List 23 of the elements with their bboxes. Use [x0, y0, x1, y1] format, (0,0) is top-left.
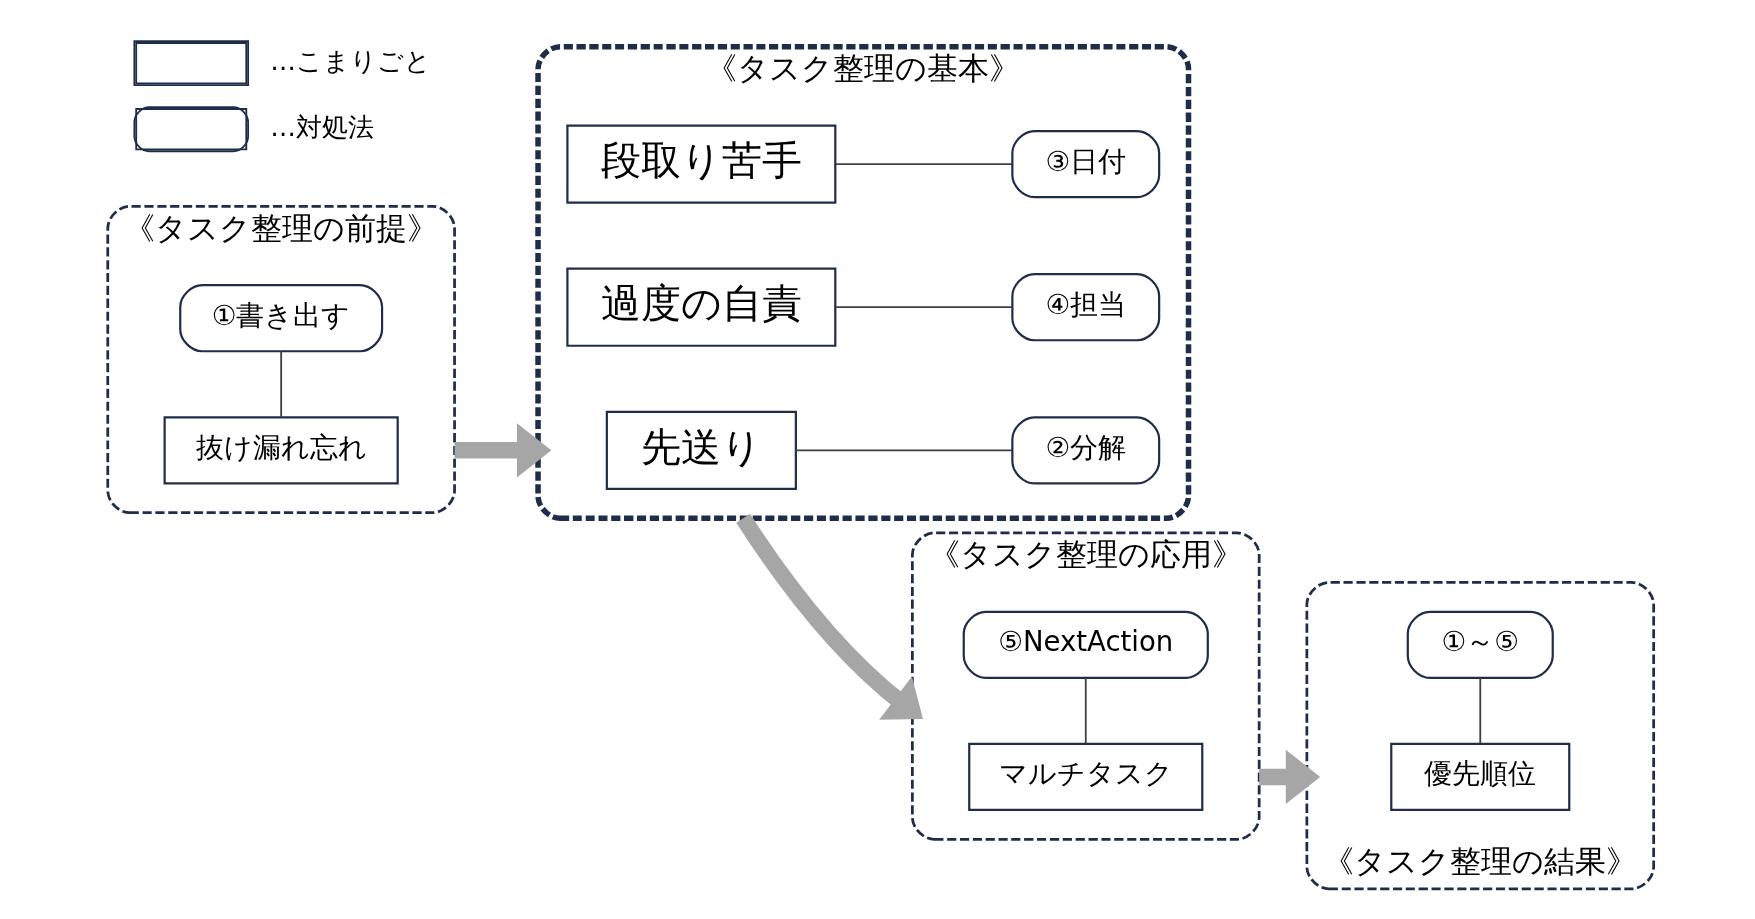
node-box: 優先順位	[1390, 742, 1571, 812]
connector	[834, 163, 1014, 165]
node-box: ④担当	[1011, 273, 1161, 342]
node-box: ⑤NextAction	[962, 610, 1209, 679]
node-box: 抜け漏れ忘れ	[163, 416, 399, 485]
legend-label: …こまりごと	[270, 45, 431, 76]
node-box: ②分解	[1011, 416, 1161, 485]
legend-label: …対処法	[270, 112, 374, 143]
arrow	[736, 513, 923, 720]
connector	[1084, 677, 1087, 745]
node-box: 段取り苦手	[566, 124, 837, 204]
arrow	[454, 423, 552, 478]
arrow	[1259, 749, 1321, 805]
connector	[795, 449, 1013, 452]
node-box: 先送り	[605, 410, 797, 490]
node-box: ③日付	[1011, 129, 1161, 199]
node-box: マルチタスク	[968, 742, 1204, 812]
connector	[1479, 677, 1482, 745]
connector	[834, 306, 1014, 309]
connector	[280, 350, 283, 418]
node-box: ①～⑤	[1406, 610, 1554, 679]
node-box: 過度の自責	[566, 267, 837, 347]
node-box: ①書き出す	[179, 284, 384, 353]
